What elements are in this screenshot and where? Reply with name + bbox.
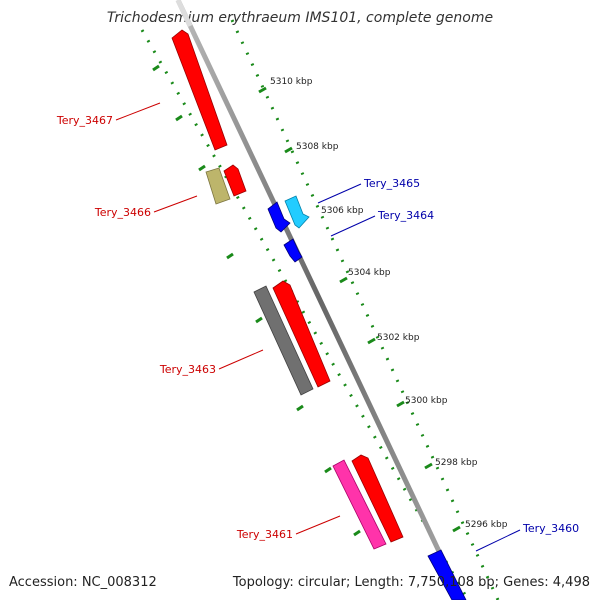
tick-mark bbox=[258, 86, 267, 94]
tick-mark bbox=[226, 252, 234, 260]
backbone-fade bbox=[175, 0, 193, 28]
tick-label: 5302 kbp bbox=[377, 333, 420, 343]
genome-backbone bbox=[175, 0, 465, 600]
leader-tery-3464 bbox=[330, 215, 376, 237]
gene-label-tery-3466[interactable]: Tery_3466 bbox=[94, 206, 151, 219]
leader-tery-3461 bbox=[295, 515, 341, 535]
tick-label: 5308 kbp bbox=[296, 142, 339, 152]
tick-mark bbox=[367, 337, 376, 345]
genome-summary-text: Topology: circular; Length: 7,750,108 bp… bbox=[232, 575, 590, 590]
tick-mark bbox=[198, 164, 206, 172]
gene-label-tery-3467[interactable]: Tery_3467 bbox=[56, 114, 113, 127]
gene-tery-3461-pink[interactable] bbox=[332, 459, 387, 550]
gene-tery-3460[interactable] bbox=[427, 549, 467, 600]
tick-mark bbox=[396, 400, 405, 408]
gene-tery-3464-b[interactable] bbox=[283, 238, 303, 263]
gene-tery-3466[interactable] bbox=[223, 164, 247, 197]
gene-tery-3467[interactable] bbox=[171, 29, 228, 151]
leader-tery-3466 bbox=[153, 195, 198, 213]
leader-tery-3467 bbox=[115, 102, 161, 121]
gene-tery-3466-olive[interactable] bbox=[205, 167, 231, 205]
gene-label-tery-3460[interactable]: Tery_3460 bbox=[522, 522, 579, 535]
gene-tery-3463[interactable] bbox=[272, 280, 331, 388]
gene-label-tery-3464[interactable]: Tery_3464 bbox=[377, 209, 434, 222]
gene-features bbox=[171, 29, 467, 600]
tick-mark bbox=[152, 64, 160, 72]
gene-label-tery-3461[interactable]: Tery_3461 bbox=[236, 528, 293, 541]
gene-labels: Tery_3467 Tery_3466 Tery_3463 Tery_3461 … bbox=[56, 114, 579, 541]
tick-label: 5306 kbp bbox=[321, 206, 364, 216]
tick-mark bbox=[175, 114, 183, 122]
accession-text: Accession: NC_008312 bbox=[9, 575, 157, 590]
leader-tery-3463 bbox=[218, 349, 264, 370]
tick-mark bbox=[452, 525, 461, 533]
tick-label: 5304 kbp bbox=[348, 268, 391, 278]
reverse-guide-line bbox=[140, 29, 470, 600]
leader-tery-3465 bbox=[317, 183, 362, 204]
map-title: Trichodesmium erythraeum IMS101, complet… bbox=[107, 10, 493, 26]
tick-mark bbox=[324, 466, 332, 474]
tick-mark bbox=[296, 404, 304, 412]
leader-tery-3460 bbox=[475, 529, 521, 552]
gene-label-tery-3463[interactable]: Tery_3463 bbox=[159, 363, 216, 376]
tick-mark bbox=[353, 529, 361, 537]
gene-tery-3465[interactable] bbox=[284, 195, 310, 229]
tick-mark bbox=[284, 146, 293, 154]
tick-label: 5296 kbp bbox=[465, 520, 508, 530]
tick-mark bbox=[339, 276, 348, 284]
gene-label-tery-3465[interactable]: Tery_3465 bbox=[363, 177, 420, 190]
tick-mark bbox=[424, 462, 433, 470]
label-leaders bbox=[115, 102, 521, 552]
tick-label: 5298 kbp bbox=[435, 458, 478, 468]
tick-label: 5310 kbp bbox=[270, 77, 313, 87]
tick-label: 5300 kbp bbox=[405, 396, 448, 406]
gene-tery-3464[interactable] bbox=[267, 201, 291, 233]
tick-mark bbox=[255, 316, 263, 324]
gene-tery-3463-grey[interactable] bbox=[253, 285, 314, 396]
gene-tery-3461[interactable] bbox=[351, 454, 404, 543]
scale-ticks: 5310 kbp 5308 kbp 5306 kbp 5304 kbp 5302… bbox=[152, 64, 508, 537]
